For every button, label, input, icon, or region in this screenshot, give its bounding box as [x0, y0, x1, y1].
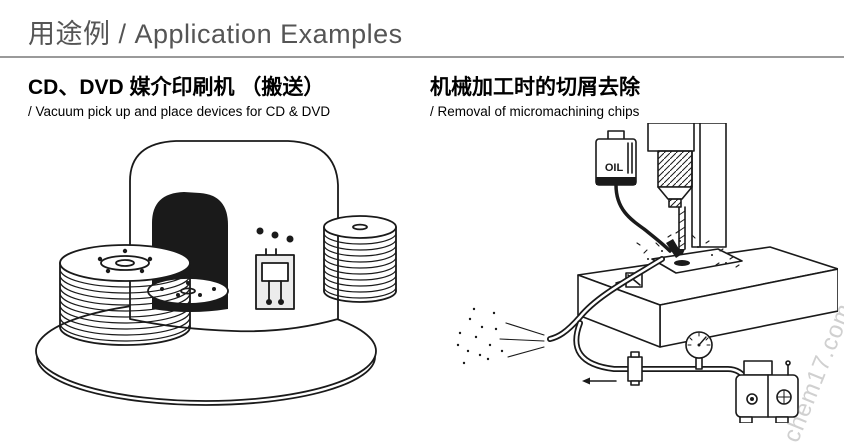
page-header: 用途例 / Application Examples [0, 0, 844, 59]
vacuum-pump [735, 360, 799, 423]
section-title-chip-removal: 机械加工时的切屑去除 [430, 76, 640, 99]
flow-arrow [582, 377, 617, 385]
body-indicator-dots [256, 227, 294, 243]
pressure-gauge [685, 331, 713, 370]
oil-line-nozzle [614, 183, 682, 258]
section-subtitle-cd-dvd: / Vacuum pick up and place devices for C… [28, 104, 331, 119]
chip-removal-illustration: OIL [456, 123, 838, 423]
oil-label: OIL [605, 162, 624, 174]
valve-unit [255, 248, 295, 310]
drill-spindle [657, 150, 693, 256]
inline-filter [627, 351, 643, 386]
section-title-cd-dvd: CD、DVD 媒介印刷机 （搬送） [28, 76, 325, 99]
oil-bottle: OIL [595, 130, 637, 186]
machine-column [647, 123, 727, 248]
section-chip-removal: 机械加工时的切屑去除 / Removal of micromachining c… [430, 71, 840, 423]
content-columns: CD、DVD 媒介印刷机 （搬送） / Vacuum pick up and p… [0, 59, 844, 423]
cd-stack-left [59, 244, 191, 346]
section-subtitle-chip-removal: / Removal of micromachining chips [430, 104, 640, 119]
section-cd-dvd: CD、DVD 媒介印刷机 （搬送） / Vacuum pick up and p… [28, 71, 430, 423]
page-title: 用途例 / Application Examples [28, 19, 403, 49]
header-divider [0, 56, 844, 58]
chip-particles [636, 230, 740, 268]
cd-stack-right [323, 215, 397, 303]
workbench [577, 246, 838, 348]
cd-printer-illustration [35, 140, 397, 406]
chip-spray [456, 307, 545, 365]
